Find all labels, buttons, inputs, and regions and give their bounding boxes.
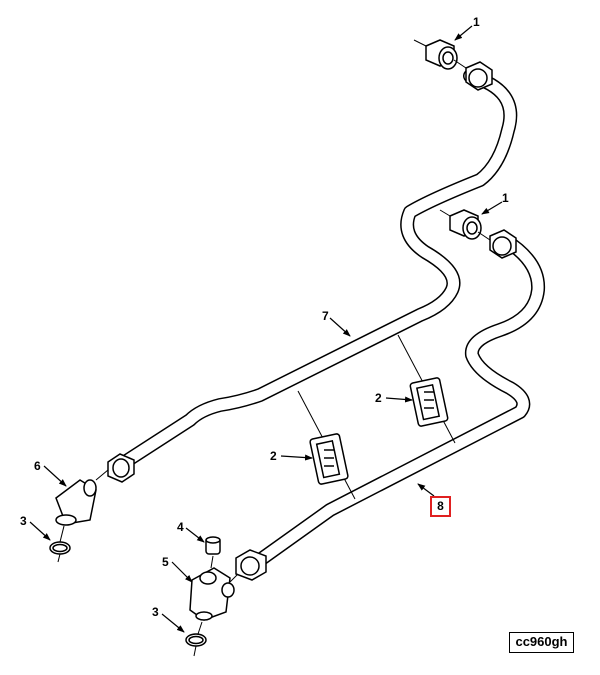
clip-2-lower: [309, 433, 349, 485]
tee-fitting-5: [189, 567, 235, 621]
clip-2-upper: [409, 377, 449, 427]
plug-4: [205, 536, 221, 555]
fitting-1-upper: [425, 39, 458, 70]
callout-3-left: 3: [20, 514, 27, 528]
nut-lower: [489, 229, 517, 259]
callout-4: 4: [177, 520, 184, 534]
tube-8: [253, 233, 546, 567]
o-ring-3-left: [49, 541, 71, 555]
figure-reference-code: cc960gh: [509, 632, 574, 653]
callout-7: 7: [322, 309, 329, 323]
callout-2-upper: 2: [375, 391, 382, 405]
leader-arrows: [29, 25, 503, 633]
callout-3-lower: 3: [152, 605, 159, 619]
callout-6: 6: [34, 459, 41, 473]
tube-7: [118, 69, 518, 469]
center-lines: [57, 39, 491, 657]
nut-tube-7-end: [107, 453, 135, 483]
elbow-fitting-6: [55, 479, 97, 526]
fitting-1-lower: [449, 209, 482, 240]
callout-2-lower: 2: [270, 449, 277, 463]
callout-1-upper: 1: [473, 15, 480, 29]
callout-5: 5: [162, 555, 169, 569]
callout-1-lower: 1: [502, 191, 509, 205]
nut-upper: [465, 61, 493, 91]
nut-tube-8-end: [235, 549, 267, 581]
o-ring-3-lower: [185, 633, 207, 647]
callout-8-highlighted: 8: [430, 496, 451, 517]
